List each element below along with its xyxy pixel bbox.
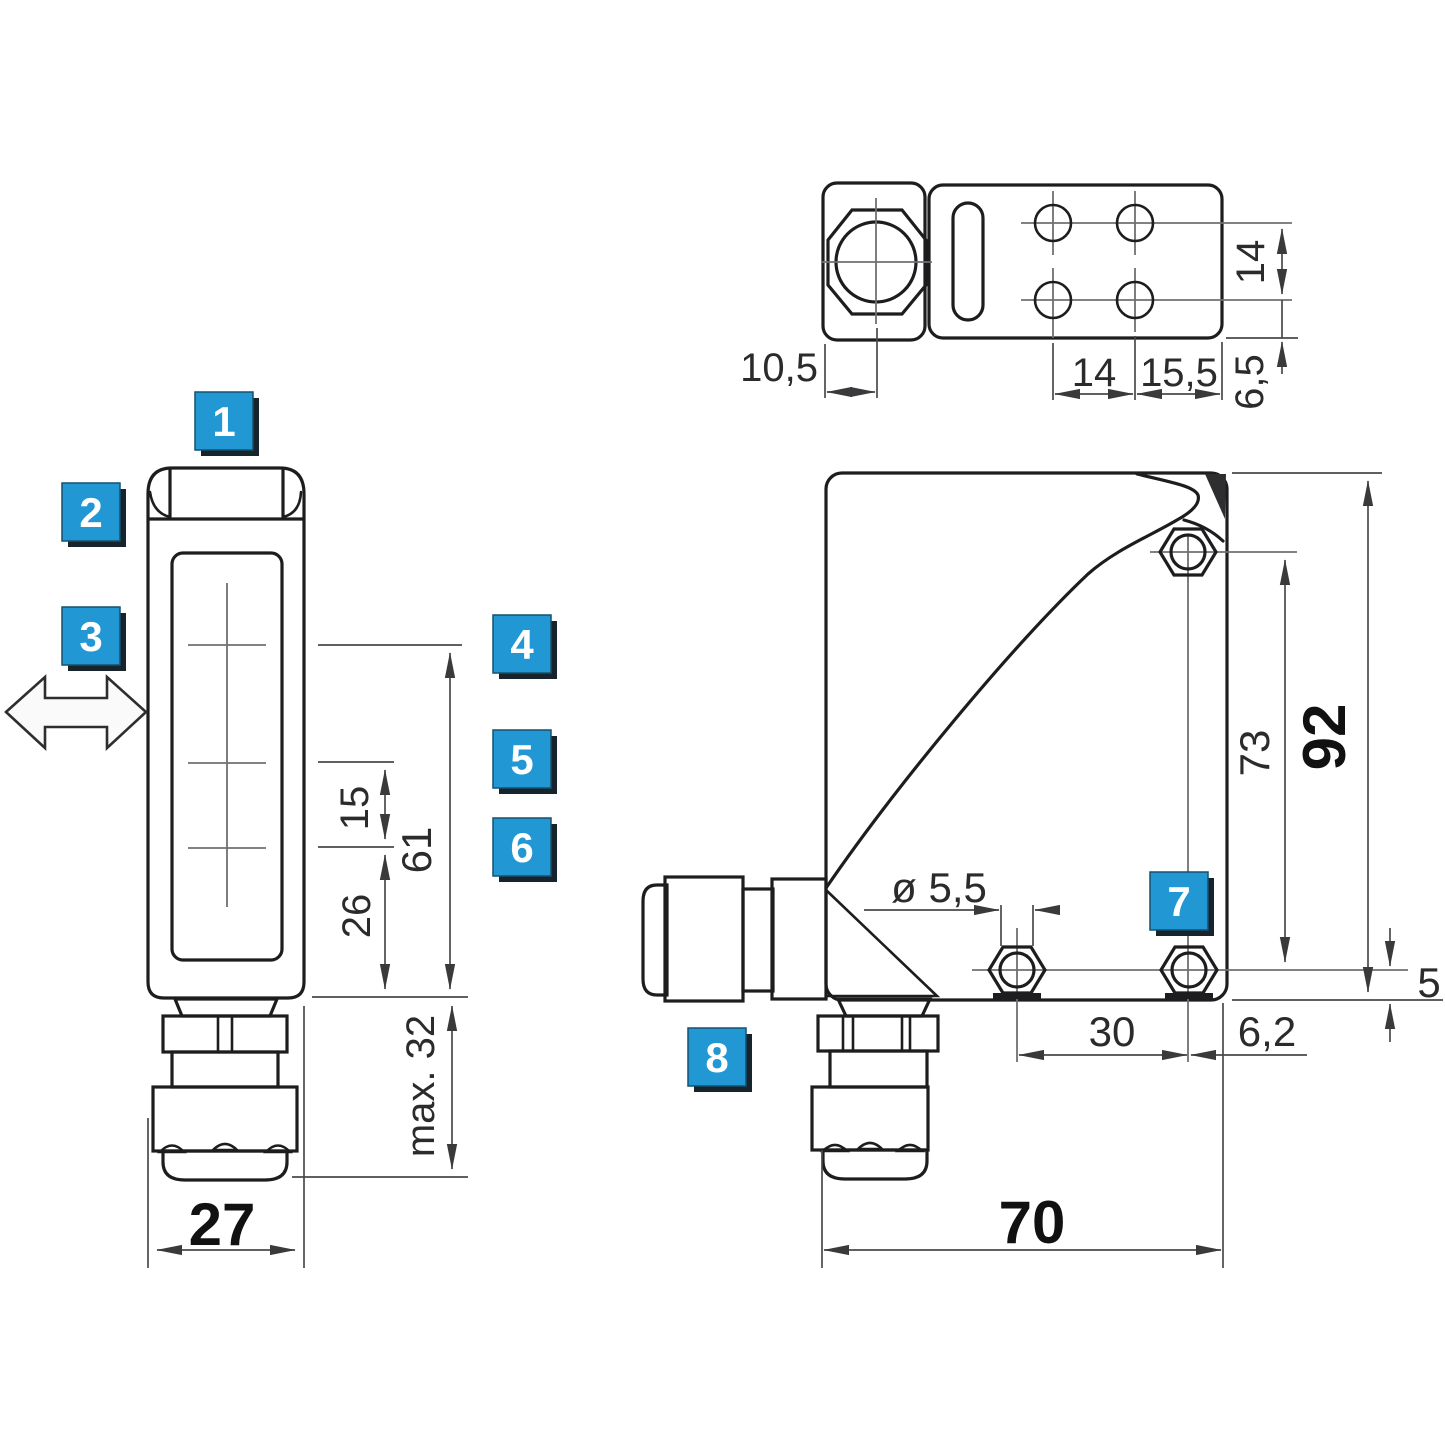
dim-hole-edge-62: 6,2 xyxy=(1238,1008,1296,1055)
dim-hole-pitch-h: 14 xyxy=(1072,351,1117,395)
callout-8: 8 xyxy=(687,1027,752,1092)
bracket-slot xyxy=(951,201,985,322)
svg-text:8: 8 xyxy=(705,1034,728,1081)
callout-7: 7 xyxy=(1149,871,1214,936)
callout-2: 2 xyxy=(61,482,126,547)
mounting-holes-top xyxy=(1021,191,1292,338)
dim-hole-bottom-5: 5 xyxy=(1417,959,1440,1006)
callout-4: 4 xyxy=(492,614,557,679)
dim-hole-pitch-v: 14 xyxy=(1229,240,1273,285)
side-cable-gland xyxy=(810,997,940,1181)
lens-assembly xyxy=(821,198,932,324)
svg-text:1: 1 xyxy=(212,398,235,445)
front-extension-lines xyxy=(147,644,468,1268)
dim-cross-spacing: 15 xyxy=(333,786,377,831)
top-extension-lines xyxy=(824,300,1298,400)
dim-lens-offset: 10,5 xyxy=(740,346,818,390)
dim-lower-pitch-30: 30 xyxy=(1089,1008,1136,1055)
dim-gland-max32: max. 32 xyxy=(399,1015,443,1157)
svg-text:6: 6 xyxy=(510,824,533,871)
alignment-arrow-icon xyxy=(4,674,148,751)
front-window xyxy=(170,551,284,962)
dim-hole-diameter: ø 5,5 xyxy=(891,864,987,911)
side-connector xyxy=(641,875,828,1003)
dim-lower-cross: 26 xyxy=(335,894,379,939)
callout-3: 3 xyxy=(61,606,126,671)
corner-curve xyxy=(1182,518,1225,543)
callout-6: 6 xyxy=(492,817,557,882)
front-body xyxy=(146,466,306,1000)
top-view: 10,5 14 15,5 14 6,5 xyxy=(740,181,1298,410)
front-dimension-lines xyxy=(156,652,458,1256)
front-cable-gland xyxy=(151,997,299,1182)
dim-upper-hole-73: 73 xyxy=(1231,730,1278,777)
lower-right-screw xyxy=(1159,945,1219,999)
front-view: 15 26 61 max. 32 27 xyxy=(4,466,468,1268)
side-body xyxy=(824,471,1229,1002)
dim-side-height: 92 xyxy=(1291,704,1358,771)
callout-5: 5 xyxy=(492,729,557,794)
side-dimension-lines xyxy=(823,480,1396,1256)
svg-text:2: 2 xyxy=(79,489,102,536)
mirror-diagonal xyxy=(824,472,1201,890)
svg-text:3: 3 xyxy=(79,613,102,660)
dim-front-width: 27 xyxy=(189,1191,256,1258)
upper-mounting-screw xyxy=(1158,527,1218,577)
dim-hole-edge-155: 15,5 xyxy=(1140,351,1218,395)
corner-notch xyxy=(1205,474,1226,519)
svg-text:5: 5 xyxy=(510,736,533,783)
optical-axis-marks xyxy=(188,583,266,907)
dim-hole-row-edge: 6,5 xyxy=(1228,354,1272,410)
dim-window-61: 61 xyxy=(393,827,440,874)
front-cap xyxy=(147,467,305,521)
callout-markers: 1 2 3 4 5 6 7 xyxy=(61,391,1214,1092)
lower-left-screw xyxy=(987,945,1047,999)
top-dimension-lines xyxy=(826,228,1288,400)
dim-side-width: 70 xyxy=(999,1189,1066,1256)
side-view: ø 5,5 30 6,2 5 70 92 73 xyxy=(641,471,1443,1268)
callout-1: 1 xyxy=(194,391,259,456)
top-bracket xyxy=(927,183,1224,340)
svg-text:4: 4 xyxy=(510,621,534,668)
svg-text:7: 7 xyxy=(1167,878,1190,925)
side-extension-lines xyxy=(821,472,1443,1268)
